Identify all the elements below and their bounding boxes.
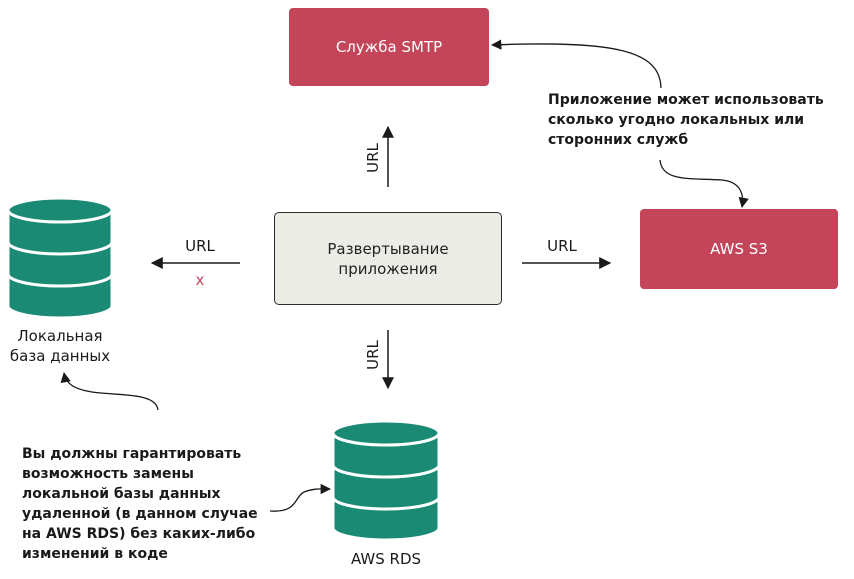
edge-label-s3: URL xyxy=(547,237,577,255)
edge-label-local-db: URL xyxy=(185,237,215,255)
edge-label-smtp: URL xyxy=(364,143,382,173)
note-services: Приложение может использовать сколько уг… xyxy=(548,92,824,148)
s3-service-label: AWS S3 xyxy=(710,240,768,258)
edge-blocked-mark: x xyxy=(195,271,205,289)
smtp-service-label: Служба SMTP xyxy=(335,38,443,56)
note-pointer-to-local-db xyxy=(60,371,159,411)
app-deployment-label: Развертывание приложения xyxy=(327,239,449,278)
app-deployment-box: Развертывание приложения xyxy=(274,212,502,305)
note-pointer-to-s3 xyxy=(659,159,749,209)
edge-label-rds: URL xyxy=(364,340,382,370)
rds-label: AWS RDS xyxy=(350,550,422,568)
local-db-label: Локальная база данных xyxy=(9,327,111,365)
rds-database-icon xyxy=(331,419,441,542)
smtp-service-box: Служба SMTP xyxy=(289,8,489,86)
note-database-swap: Вы должны гарантировать возможность заме… xyxy=(22,446,258,562)
note-pointer-to-rds xyxy=(269,483,332,512)
note-pointer-to-smtp xyxy=(490,39,662,89)
s3-service-box: AWS S3 xyxy=(640,209,838,289)
local-database-icon xyxy=(6,196,114,320)
